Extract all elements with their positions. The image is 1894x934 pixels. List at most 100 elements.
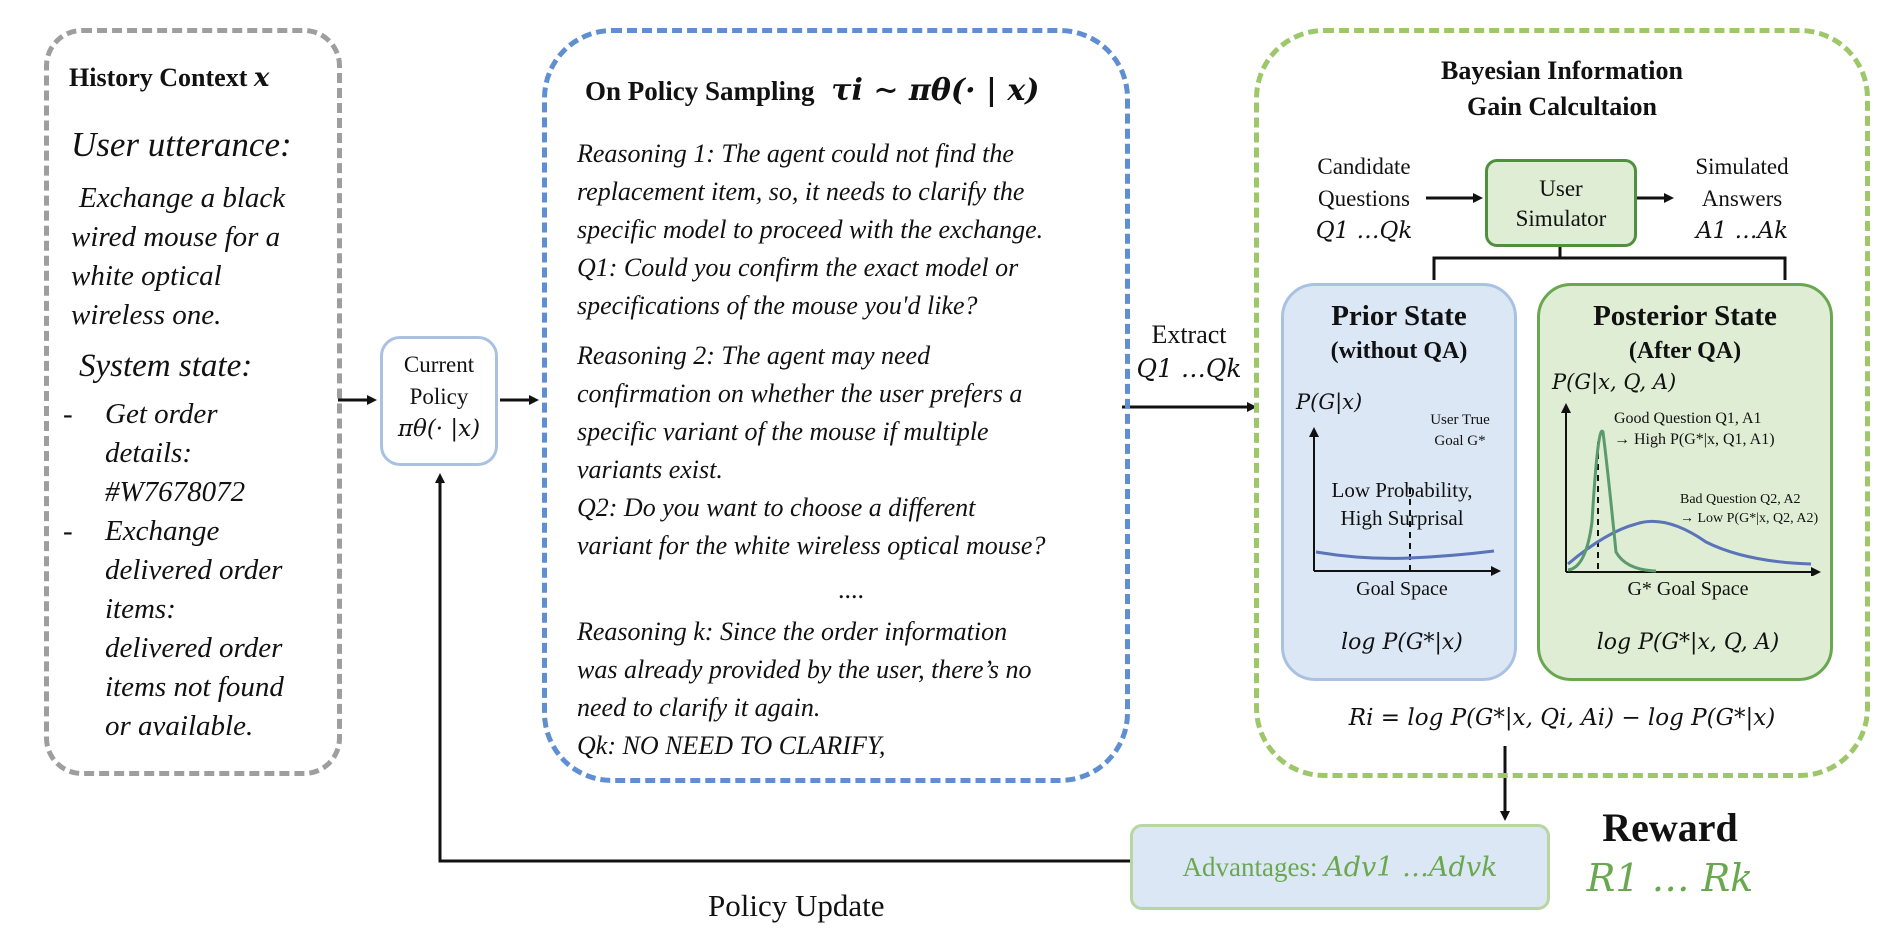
reasoning-line: confirmation on whether the user prefers… — [577, 379, 1023, 408]
state-item: - Exchange delivered order items: delive… — [63, 512, 333, 746]
reasoning-block: Reasoning 1: The agent could not find th… — [577, 135, 1125, 325]
posterior-state-panel: Posterior State (After QA) P(G|x, Q, A) … — [1537, 283, 1833, 681]
question-line: Q1: Could you confirm the exact model or — [577, 253, 1019, 282]
sampling-title-text: On Policy Sampling — [585, 76, 815, 106]
extract-formula: Q1 …Qk — [1136, 354, 1242, 383]
prior-xlabel: Goal Space — [1356, 578, 1448, 600]
state-line: Get order — [105, 398, 218, 430]
state-line: Exchange — [105, 515, 220, 547]
prior-ylabel: P(G|x) — [1296, 390, 1363, 414]
posterior-plot — [1561, 403, 1821, 576]
utterance-line: white optical — [71, 260, 222, 292]
history-context-box: History Context x User utterance: Exchan… — [44, 28, 342, 776]
sampling-content: Reasoning 1: The agent could not find th… — [577, 135, 1125, 765]
bad-question-line2: → Low P(G*|x, Q2, A2) — [1680, 511, 1819, 526]
sampling-title: On Policy Sampling τi ∼ πθ(· | x) — [585, 73, 1039, 108]
current-policy-node: Current Policy πθ(· |x) — [380, 336, 498, 466]
candidate-formula: Q1 …Qk — [1315, 218, 1413, 244]
bayesian-gain-box: Bayesian Information Gain Calcultaion Ca… — [1254, 28, 1870, 778]
reward-label: Reward — [1602, 805, 1738, 850]
simulated-formula: A1 …Ak — [1695, 218, 1789, 244]
simulator-line2: Simulator — [1515, 206, 1607, 231]
history-title: History Context x — [69, 63, 269, 93]
bayes-title-line1: Bayesian Information — [1441, 56, 1683, 85]
policy-line1: Current — [403, 352, 475, 377]
posterior-ylabel: P(G|x, Q, A) — [1552, 370, 1677, 394]
reasoning-line: need to clarify it again. — [577, 693, 821, 722]
bayes-title-line2: Gain Calcultaion — [1467, 92, 1657, 121]
question-line: specifications of the mouse you'd like? — [577, 291, 978, 320]
policy-line2: Policy — [409, 384, 469, 409]
prior-note-line2: High Surprisal — [1340, 506, 1464, 530]
true-goal-line1: User True — [1430, 412, 1490, 428]
state-bullet: - — [63, 515, 73, 547]
question-line: Qk: NO NEED TO CLARIFY, — [577, 731, 886, 760]
state-line: or available. — [105, 710, 254, 742]
bad-question-note: Bad Question Q2, A2 → Low P(G*|x, Q2, A2… — [1680, 490, 1818, 528]
reasoning-block: Reasoning 2: The agent may need confirma… — [577, 337, 1125, 565]
prior-plot — [1309, 427, 1501, 576]
utterance-line: wireless one. — [71, 299, 222, 331]
state-line: items not found — [105, 671, 284, 703]
prior-note-line1: Low Probability, — [1331, 478, 1473, 502]
advantages-formula: Adv1 …Advk — [1324, 851, 1498, 883]
reasoning-line: specific variant of the mouse if multipl… — [577, 417, 989, 446]
reasoning-block: Reasoning k: Since the order information… — [577, 613, 1125, 765]
posterior-subtitle: (After QA) — [1628, 338, 1742, 364]
utterance-line: wired mouse for a — [71, 221, 281, 253]
prior-log-formula: log P(G*|x) — [1341, 630, 1463, 655]
reasoning-line: Reasoning k: Since the order information — [577, 617, 1008, 646]
posterior-xlabel: G* Goal Space — [1627, 578, 1749, 600]
policy-update-label: Policy Update — [708, 888, 885, 923]
simulator-branch-line — [1432, 256, 1787, 280]
reasoning-line: Reasoning 1: The agent could not find th… — [577, 139, 1014, 168]
prior-curve — [1315, 549, 1495, 560]
on-policy-sampling-box: On Policy Sampling τi ∼ πθ(· | x) Reason… — [542, 28, 1130, 783]
reasoning-line: replacement item, so, it needs to clarif… — [577, 177, 1025, 206]
bad-question-line1: Bad Question Q2, A2 — [1680, 492, 1801, 507]
good-question-line1: Good Question Q1, A1 — [1614, 410, 1762, 427]
state-line: delivered order — [105, 554, 283, 586]
good-question-note: Good Question Q1, A1 → High P(G*|x, Q1, … — [1614, 408, 1775, 450]
history-title-text: History Context — [69, 63, 248, 92]
prior-title: Prior State — [1331, 300, 1467, 332]
candidate-questions: Candidate Questions Q1 …Qk — [1299, 151, 1429, 247]
history-title-var: x — [253, 63, 270, 93]
simulator-line1: User — [1539, 176, 1583, 201]
prior-subtitle: (without QA) — [1330, 338, 1468, 364]
candidate-line1: Candidate — [1317, 154, 1411, 179]
user-simulator-node: User Simulator — [1485, 159, 1637, 247]
bayes-title: Bayesian Information Gain Calcultaion — [1259, 53, 1865, 125]
sampling-title-formula: τi ∼ πθ(· | x) — [831, 73, 1040, 108]
state-line: items: — [105, 593, 176, 625]
extract-label: Extract Q1 …Qk — [1130, 318, 1248, 386]
advantages-box: Advantages: Adv1 …Advk — [1130, 824, 1550, 910]
reasoning-line: variants exist. — [577, 455, 723, 484]
advantages-label: Advantages: — [1182, 851, 1325, 882]
good-question-line2: → High P(G*|x, Q1, A1) — [1614, 431, 1775, 448]
posterior-bad-curve — [1567, 519, 1812, 566]
extract-text: Extract — [1151, 320, 1227, 349]
candidate-line2: Questions — [1318, 186, 1410, 211]
reasoning-line: Reasoning 2: The agent may need — [577, 341, 931, 370]
state-bullet: - — [63, 398, 73, 430]
state-line: delivered order — [105, 632, 283, 664]
reasoning-line: was already provided by the user, there’… — [577, 655, 1032, 684]
state-line: details: — [105, 437, 192, 469]
simulated-line2: Answers — [1701, 186, 1783, 211]
question-line: Q2: Do you want to choose a different — [577, 493, 976, 522]
prior-note: Low Probability, High Surprisal — [1284, 476, 1520, 532]
state-item: - Get order details: #W7678072 — [63, 395, 333, 512]
reward-values: R1 … Rk — [1586, 856, 1754, 900]
reward-formula: Ri = log P(G*|x, Qi, Ai) − log P(G*|x) — [1348, 705, 1776, 731]
user-utterance-label: User utterance: — [71, 125, 292, 164]
ellipsis-line: .... — [838, 575, 864, 604]
prior-true-goal: User True Goal G* — [1410, 410, 1510, 452]
ellipsis-block: .... — [577, 571, 1125, 609]
state-line: #W7678072 — [105, 476, 246, 508]
policy-update-line — [435, 473, 1130, 863]
posterior-title: Posterior State — [1593, 300, 1777, 332]
reasoning-line: specific model to proceed with the excha… — [577, 215, 1044, 244]
simulated-answers: Simulated Answers A1 …Ak — [1677, 151, 1807, 247]
